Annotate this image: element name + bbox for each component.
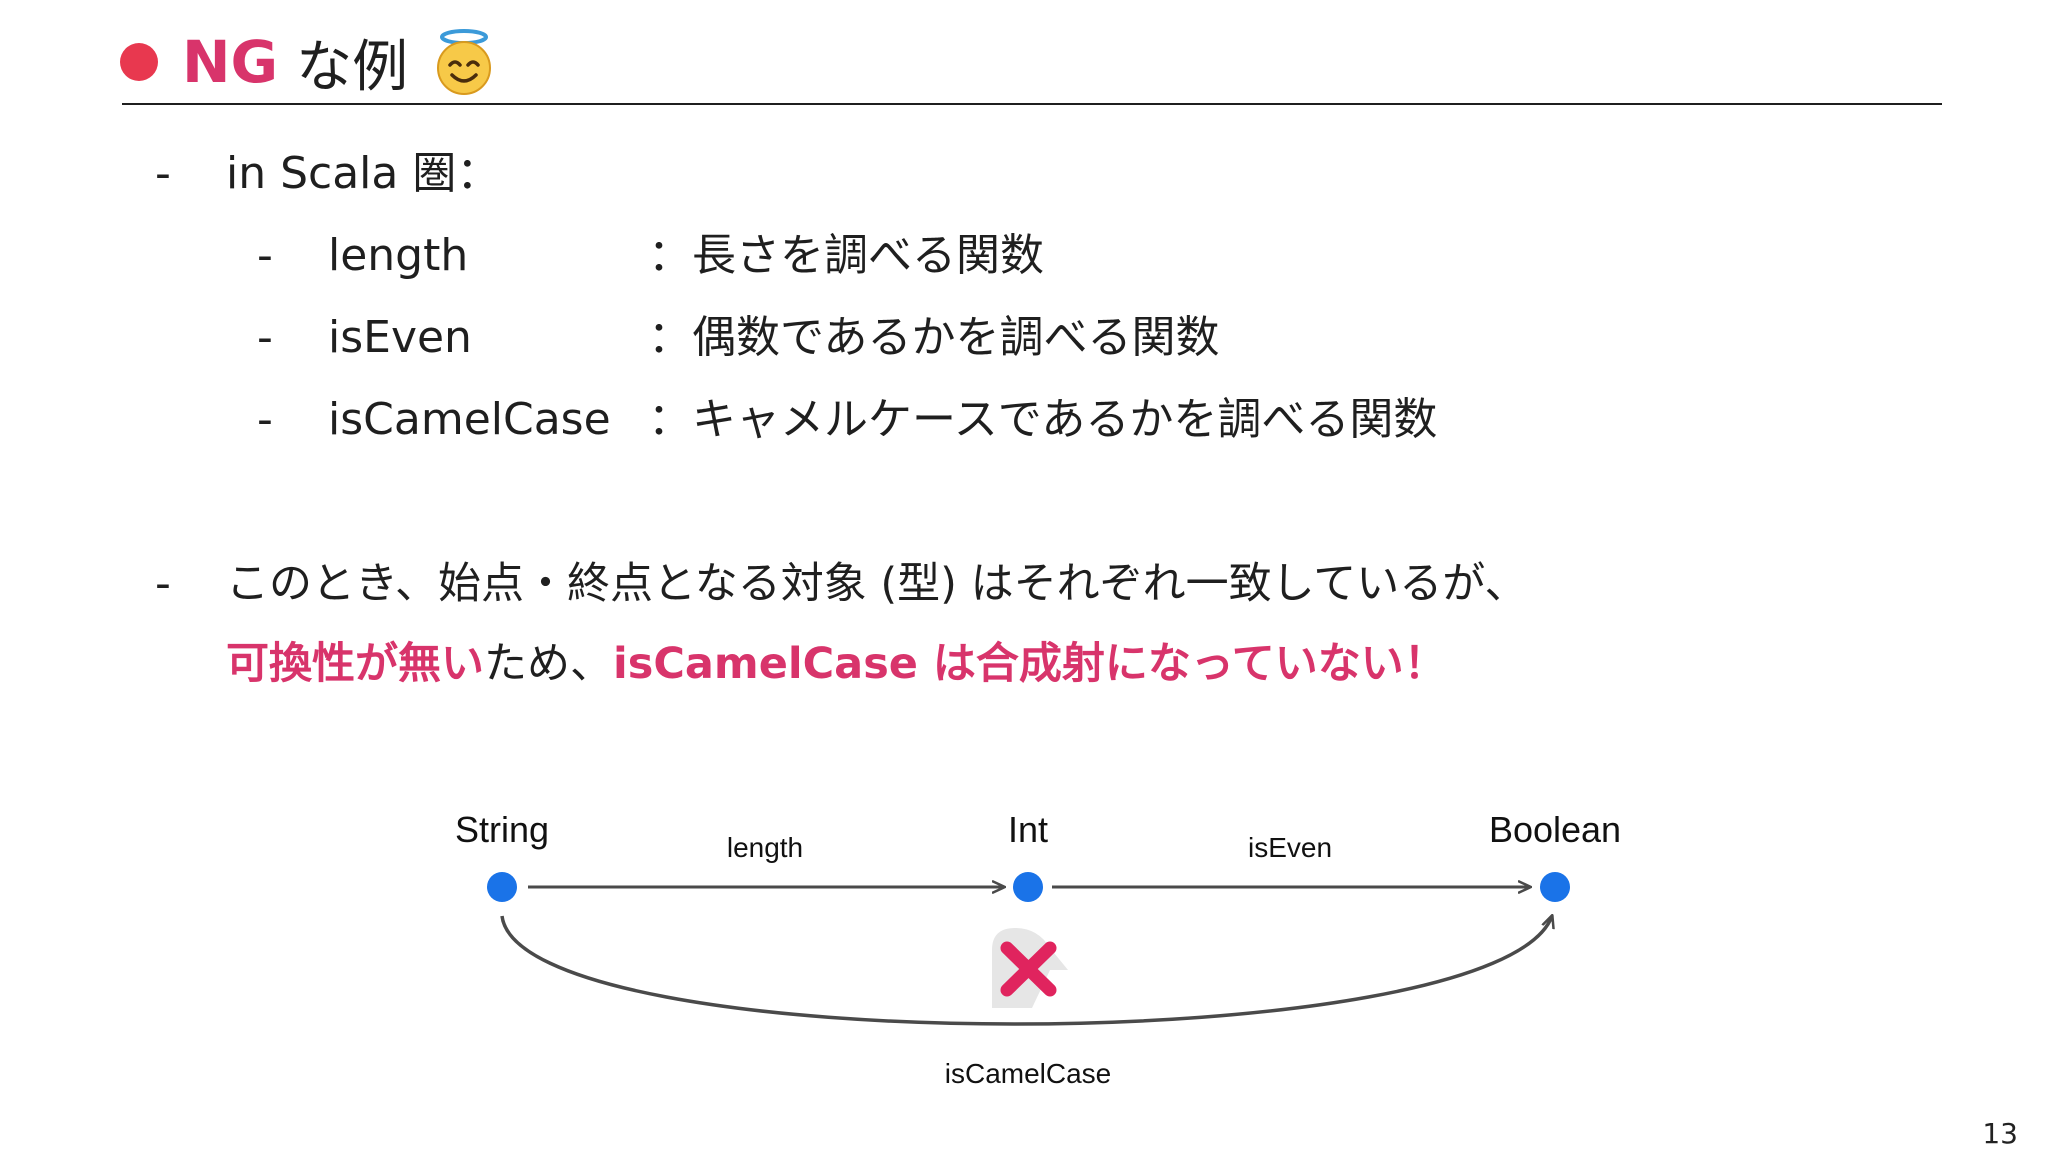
page-number: 13 — [1982, 1117, 2018, 1150]
note-emphasis-commutativity: 可換性が無い — [226, 639, 484, 689]
desc-iscamelcase: ：キャメルケースであるかを調べる関数 — [648, 394, 1438, 445]
title-bullet-dot — [120, 43, 158, 81]
node-label-int: Int — [1008, 809, 1048, 850]
sub-bullet-dash: - — [257, 230, 273, 281]
bullet-dash: - — [155, 558, 171, 609]
edge-label-length: length — [727, 832, 803, 863]
note-emphasis-not-composite: isCamelCase は合成射になっていない！ — [613, 639, 1447, 689]
bullet-dash: - — [155, 148, 171, 199]
term-iseven: isEven — [328, 312, 472, 363]
node-string — [487, 872, 517, 902]
node-boolean — [1540, 872, 1570, 902]
note-line-1: このとき、始点・終点となる対象 (型) はそれぞれ一致しているが、 — [226, 559, 1528, 609]
cross-mark-icon — [992, 928, 1068, 1008]
edge-label-iscamelcase: isCamelCase — [945, 1058, 1112, 1089]
title-divider — [122, 103, 1942, 105]
title-row: NG な例 — [120, 22, 498, 102]
desc-iseven: ：偶数であるかを調べる関数 — [648, 312, 1220, 363]
term-iscamelcase: isCamelCase — [328, 394, 611, 445]
note-connector: ため、 — [484, 639, 613, 689]
arrow-iscamelcase — [500, 916, 1552, 1026]
title-text: な例 — [296, 34, 409, 100]
note-line-2: 可換性が無いため、isCamelCase は合成射になっていない！ — [226, 636, 1447, 692]
sub-bullet-dash: - — [257, 394, 273, 445]
bullet-scala: in Scala 圏： — [226, 148, 501, 199]
smiling-face-with-halo-icon — [437, 29, 492, 95]
node-int — [1013, 872, 1043, 902]
title-ng: NG — [182, 28, 279, 96]
edge-label-iseven: isEven — [1248, 832, 1332, 863]
node-label-string: String — [455, 809, 549, 850]
term-length: length — [328, 230, 469, 281]
sub-bullet-dash: - — [257, 312, 273, 363]
desc-length: ：長さを調べる関数 — [648, 230, 1044, 281]
commutative-diagram: String Int Boolean length isEven isCamel… — [455, 809, 1621, 1089]
node-label-boolean: Boolean — [1489, 809, 1621, 850]
